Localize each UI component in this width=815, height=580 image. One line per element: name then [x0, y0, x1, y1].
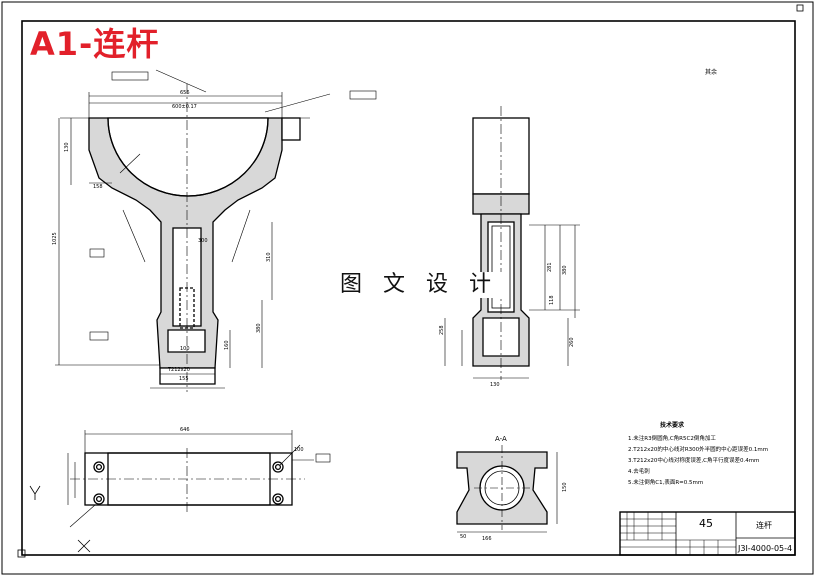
side-dimension-labels: 380 281 118 258 260 130 其余 — [439, 68, 717, 388]
plan-dimension-labels: 646 100 — [180, 427, 304, 453]
tech-item: 5.未注倒角C1,表面R=0.5mm — [628, 478, 703, 486]
side-view — [444, 106, 580, 380]
tech-heading: 技术要求 — [660, 421, 685, 429]
inner-border — [21, 20, 796, 556]
dim-side-h3: 281 — [547, 262, 553, 272]
dim-bottom-w1: 100 — [180, 346, 190, 352]
title-block — [619, 511, 796, 556]
material: 45 — [699, 517, 713, 530]
tech-item: 4.去毛刺 — [628, 467, 650, 475]
dim-side-h4: 118 — [549, 295, 555, 305]
plan-view — [67, 430, 331, 528]
dim-side-h2: 258 — [439, 325, 445, 335]
dim-overall-height: 1025 — [52, 232, 58, 245]
dim-section-w2: 166 — [482, 536, 492, 542]
dim-plan-small: 100 — [294, 447, 304, 453]
corner-mark — [17, 549, 26, 558]
watermark: 图 文 设 计 — [334, 272, 504, 298]
roughness-note: 其余 — [705, 68, 717, 76]
section-dimension-labels: A-A 150 50 166 — [460, 435, 568, 542]
dim-side-h1: 380 — [562, 265, 568, 275]
dim-side-h5: 260 — [569, 337, 575, 347]
dim-top-inner: 600±0.17 — [172, 104, 197, 110]
dim-plan-width: 646 — [180, 427, 190, 433]
drawing-number: J3I-4000-05-4 — [737, 544, 792, 553]
dim-section-h: 150 — [562, 482, 568, 492]
section-view — [456, 445, 558, 533]
dim-lower-h1: 310 — [266, 252, 272, 262]
section-label: A-A — [495, 435, 507, 443]
dim-slot: T212x20 — [167, 367, 190, 373]
dim-height-left: 130 — [64, 142, 70, 152]
tech-item: 2.T212x20的中心线对R300外半圆的中心距误差0.1mm — [628, 445, 768, 453]
tech-item: 3.T212x20中心线对称度误差,C角平行度误差0.4mm — [628, 456, 759, 464]
dim-lower-h2: 380 — [256, 323, 262, 333]
tech-requirements: 技术要求 1.未注R3倒圆角,C角R5C2倒角加工 2.T212x20的中心线对… — [628, 421, 768, 486]
front-dimension-labels: 656 600±0.17 130 1025 158 300 310 380 16… — [52, 90, 272, 382]
title-block-text: 45 连杆 J3I-4000-05-4 — [699, 517, 792, 553]
dim-bottom-h: 160 — [224, 340, 230, 350]
front-view — [55, 69, 377, 392]
dim-section-w1: 50 — [460, 534, 466, 540]
sheet-title: A1-连杆 — [30, 25, 160, 63]
dim-mid-width: 300 — [198, 238, 208, 244]
dim-bottom-w2: 155 — [179, 376, 189, 382]
corner-mark — [796, 4, 804, 12]
part-name: 连杆 — [756, 520, 772, 530]
tech-item: 1.未注R3倒圆角,C角R5C2倒角加工 — [628, 434, 716, 442]
dim-side-w: 130 — [490, 382, 500, 388]
ucs-icon — [29, 485, 91, 553]
dim-base-width: 158 — [93, 184, 103, 190]
dim-top-width: 656 — [180, 90, 190, 96]
